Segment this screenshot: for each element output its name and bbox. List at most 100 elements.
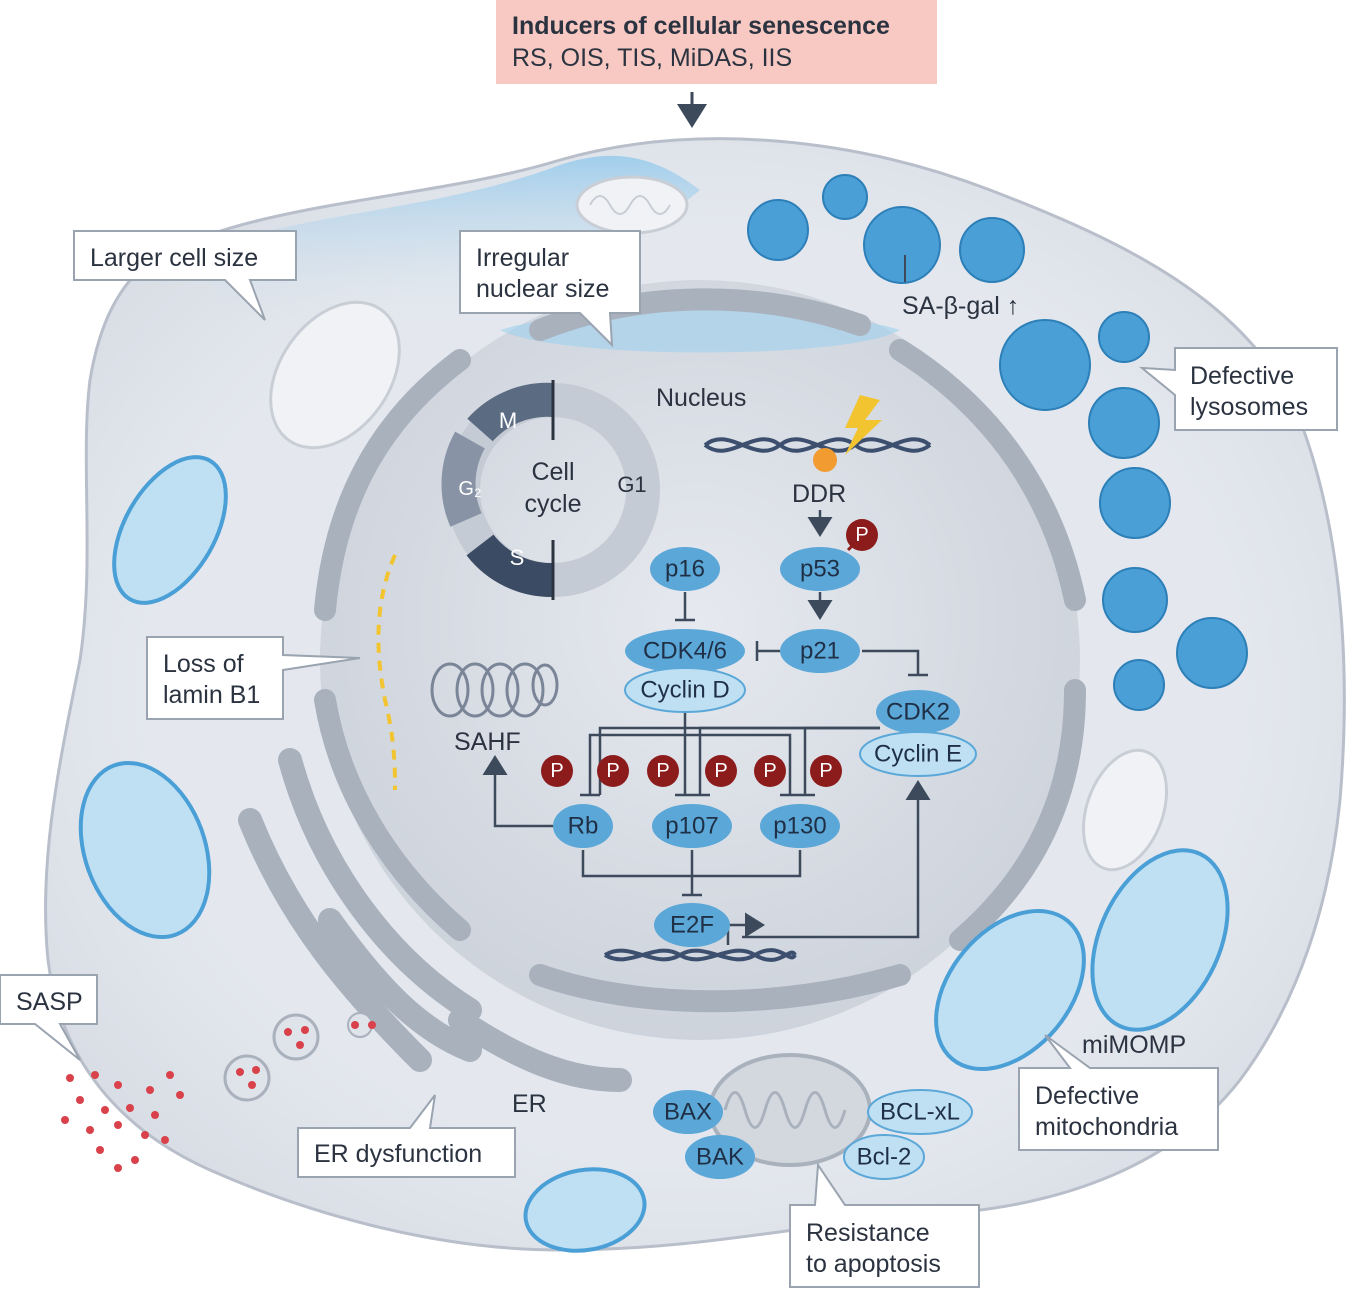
- phospho-2: P: [597, 755, 629, 787]
- node-p53: p53: [780, 547, 860, 591]
- cell-size-highlight: [200, 155, 700, 331]
- node-cyclin-d: Cyclin D: [624, 667, 746, 713]
- svg-text:BAK: BAK: [696, 1144, 744, 1171]
- mitochondrion-pale-right: [1081, 748, 1169, 872]
- svg-text:CDK4/6: CDK4/6: [643, 638, 727, 665]
- node-bcl-xl: BCL-xL: [867, 1089, 973, 1135]
- svg-text:p53: p53: [800, 556, 840, 583]
- svg-text:Rb: Rb: [568, 813, 599, 840]
- phase-g2-label: G₂: [458, 478, 481, 500]
- phase-g1-label: G1: [617, 472, 646, 497]
- svg-text:mitochondria: mitochondria: [1035, 1113, 1178, 1141]
- svg-text:p21: p21: [800, 638, 840, 665]
- mitochondria-blue: [78, 455, 1230, 1253]
- svg-text:BAX: BAX: [664, 1099, 712, 1126]
- inducers-box: Inducers of cellular senescence RS, OIS,…: [496, 0, 937, 84]
- svg-text:BCL-xL: BCL-xL: [880, 1099, 960, 1126]
- node-p107: p107: [652, 804, 732, 848]
- callout-loss-lamin: Loss of lamin B1: [146, 636, 361, 720]
- phospho-5: P: [754, 755, 786, 787]
- callout-er-dysfunction: ER dysfunction: [297, 1094, 516, 1178]
- lightning-icon: [845, 395, 882, 455]
- svg-text:p16: p16: [665, 556, 705, 583]
- callout-defective-lysosomes: Defective lysosomes: [1138, 347, 1338, 431]
- svg-text:to apoptosis: to apoptosis: [806, 1250, 941, 1278]
- sasp-vesicles: [61, 1012, 376, 1172]
- phospho-1: P: [541, 755, 573, 787]
- callout-irregular-nuclear: Irregular nuclear size: [459, 230, 641, 348]
- node-p53-phospho: P: [846, 519, 878, 552]
- callout-sasp: SASP: [0, 974, 98, 1061]
- svg-text:Cyclin E: Cyclin E: [874, 741, 962, 768]
- node-rb: Rb: [553, 804, 613, 848]
- lamin-b1-dashes: [376, 554, 397, 791]
- phase-g2-arc: [441, 431, 486, 527]
- svg-text:Loss of: Loss of: [163, 650, 244, 678]
- sahf-chromatin: [430, 662, 559, 718]
- phase-s-arc: [466, 534, 554, 597]
- nuclear-envelope: [314, 288, 1086, 1013]
- inducers-subtitle: RS, OIS, TIS, MiDAS, IIS: [512, 44, 792, 72]
- lysosomes: [747, 174, 1248, 711]
- phospho-6: P: [810, 755, 842, 787]
- node-cdk46: CDK4/6: [625, 629, 745, 673]
- svg-text:Cyclin D: Cyclin D: [640, 677, 729, 704]
- svg-text:P: P: [550, 760, 563, 782]
- svg-text:Resistance: Resistance: [806, 1219, 930, 1247]
- phase-m-label: M: [499, 408, 517, 433]
- callout-resistance-apoptosis: Resistance to apoptosis: [789, 1162, 980, 1288]
- mitochondrion-apoptosis: [708, 1053, 872, 1167]
- phase-s-label: S: [510, 545, 525, 570]
- svg-text:ER dysfunction: ER dysfunction: [314, 1140, 482, 1168]
- node-bak: BAK: [685, 1135, 755, 1179]
- svg-text:Bcl-2: Bcl-2: [857, 1144, 912, 1171]
- svg-text:Defective: Defective: [1035, 1082, 1139, 1110]
- er-label: ER: [512, 1090, 547, 1118]
- node-cdk2: CDK2: [876, 690, 960, 734]
- svg-text:lysosomes: lysosomes: [1190, 393, 1308, 421]
- phospho-4: P: [705, 755, 737, 787]
- node-p130: p130: [760, 804, 840, 848]
- node-e2f: E2F: [654, 903, 730, 947]
- svg-text:P: P: [606, 760, 619, 782]
- svg-text:nuclear size: nuclear size: [476, 275, 609, 303]
- svg-text:p130: p130: [773, 813, 826, 840]
- svg-text:p107: p107: [665, 813, 718, 840]
- svg-text:P: P: [819, 760, 832, 782]
- callout-defective-mitochondria: Defective mitochondria: [1018, 1034, 1219, 1151]
- node-cyclin-e: Cyclin E: [859, 731, 977, 777]
- svg-text:P: P: [714, 760, 727, 782]
- svg-text:Irregular: Irregular: [476, 244, 569, 272]
- ddr-label: DDR: [792, 480, 846, 508]
- svg-text:Larger cell size: Larger cell size: [90, 244, 258, 272]
- svg-text:CDK2: CDK2: [886, 699, 950, 726]
- node-bcl2: Bcl-2: [843, 1134, 925, 1180]
- phase-m-arc: [467, 382, 555, 442]
- svg-text:lamin B1: lamin B1: [163, 681, 260, 709]
- cell-cycle: M G₂ S G1 Cell cycle: [441, 380, 660, 600]
- node-p16: p16: [650, 547, 720, 591]
- er: [238, 748, 632, 1092]
- svg-text:P: P: [855, 524, 868, 546]
- node-bax: BAX: [653, 1090, 723, 1134]
- node-p21: p21: [780, 629, 860, 673]
- nucleus-label: Nucleus: [656, 384, 746, 412]
- damage-burst-icon: [813, 448, 837, 472]
- phospho-3: P: [647, 755, 679, 787]
- svg-text:P: P: [763, 760, 776, 782]
- phospho-row: P P P P P P: [541, 755, 842, 787]
- mimomp-label: miMOMP: [1082, 1031, 1186, 1059]
- svg-text:E2F: E2F: [670, 912, 714, 939]
- cell-cycle-label-1: Cell: [531, 458, 574, 486]
- svg-text:Defective: Defective: [1190, 362, 1294, 390]
- sahf-label: SAHF: [454, 728, 521, 756]
- mitochondrion-pale-top: [575, 175, 689, 235]
- svg-text:P: P: [656, 760, 669, 782]
- mitochondrion-pale-left: [269, 300, 401, 450]
- sa-beta-gal-label: SA-β-gal ↑: [902, 292, 1019, 320]
- inducers-title: Inducers of cellular senescence: [512, 12, 890, 40]
- pathway-edges: [482, 510, 931, 939]
- svg-text:SASP: SASP: [16, 988, 83, 1016]
- dna-top: [703, 395, 932, 472]
